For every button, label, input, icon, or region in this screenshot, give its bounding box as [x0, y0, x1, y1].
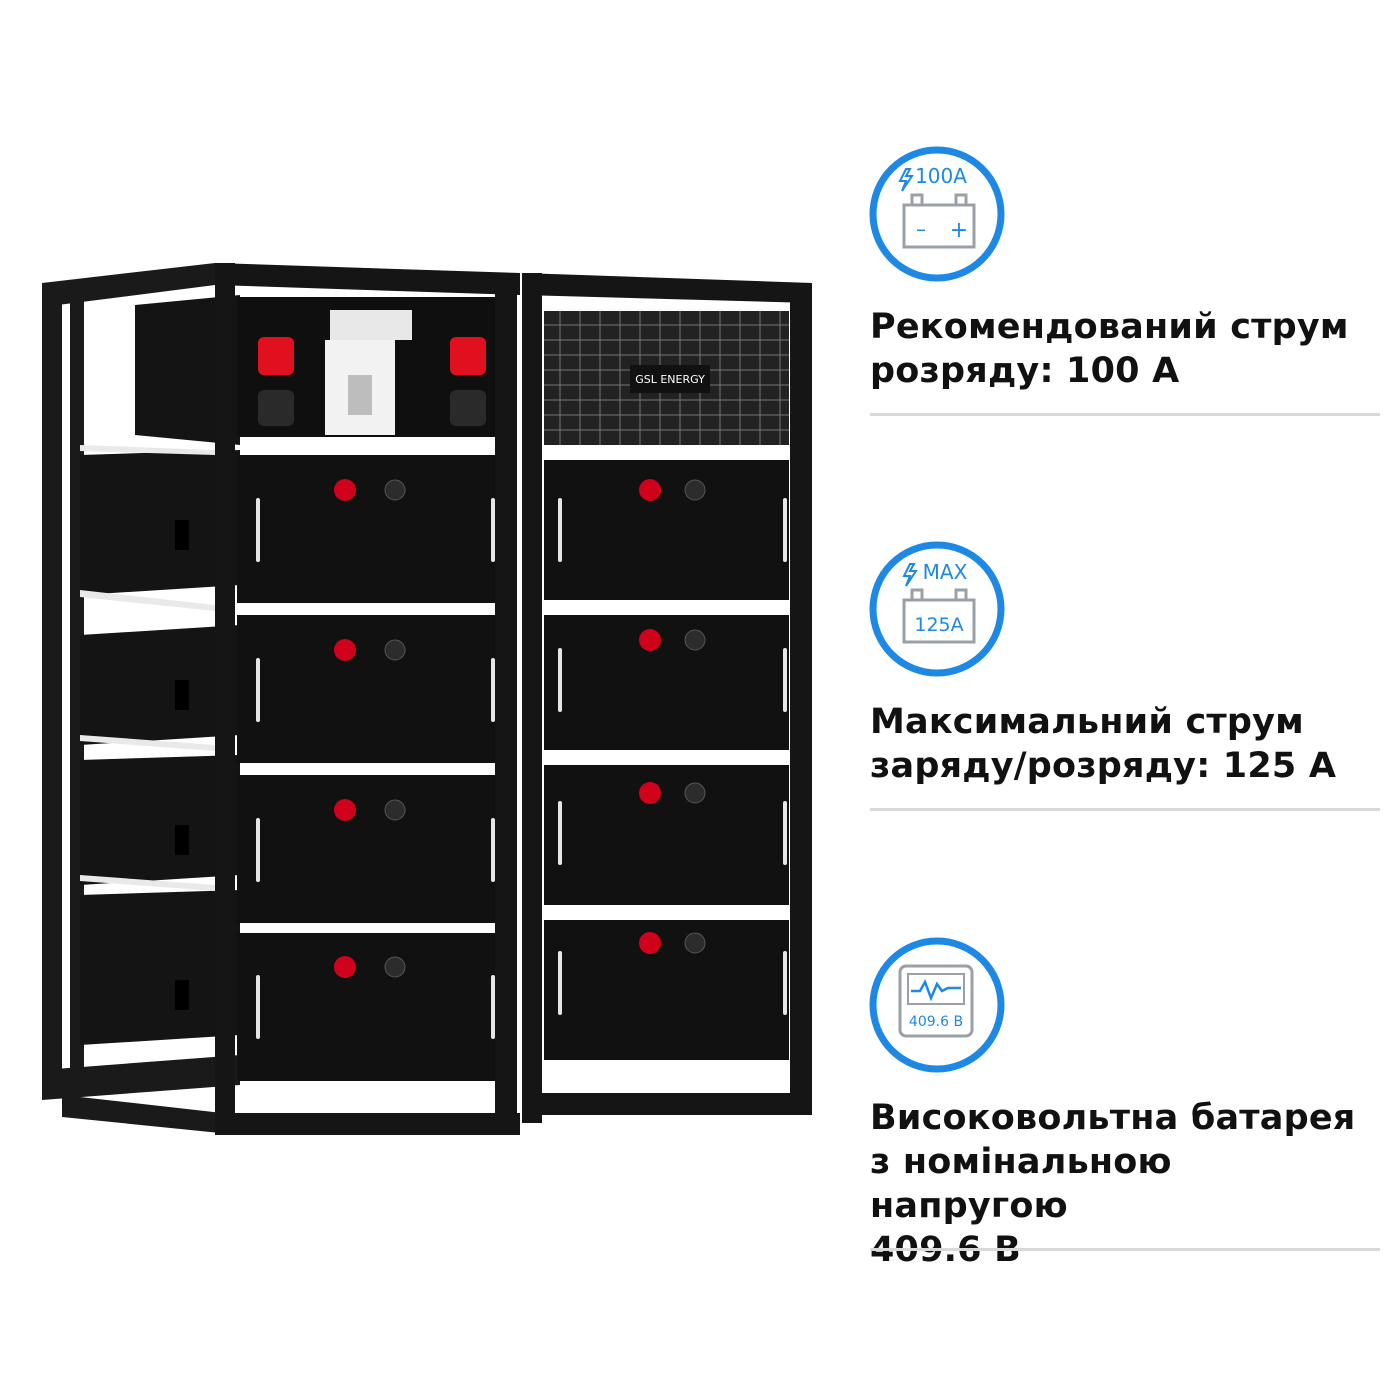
- plus-sign: +: [950, 218, 968, 243]
- battery-modules-right: [544, 460, 789, 1060]
- main-cabinet-frame: [215, 263, 520, 1135]
- control-module: [237, 297, 495, 437]
- left-cabinet-frame: [42, 263, 240, 1135]
- minus-sign: –: [916, 217, 926, 241]
- right-cabinet-frame: [522, 273, 812, 1123]
- feature-text: Максимальний струм заряду/розряду: 125 А: [870, 702, 1337, 786]
- icon-inner-label: 125A: [914, 614, 963, 636]
- lightning-icon: [898, 168, 914, 192]
- feature-text: Рекомендований струм розряду: 100 А: [870, 307, 1349, 391]
- divider: [870, 413, 1380, 416]
- icon-inner-label: 409.6 В: [909, 1014, 963, 1030]
- mesh-module: GSL ENERGY: [544, 311, 789, 445]
- divider: [870, 1248, 1380, 1251]
- left-cabinet-side: [80, 295, 240, 1045]
- brand-label: GSL ENERGY: [635, 373, 705, 386]
- icon-top-label: MAX: [923, 560, 968, 584]
- shelf-rails: [80, 445, 215, 891]
- divider: [870, 808, 1380, 811]
- battery-current-icon: 100A – +: [868, 145, 1006, 283]
- lightning-icon: [902, 563, 918, 587]
- battery-modules-left: [237, 455, 495, 1081]
- voltage-meter-icon: 409.6 В: [868, 936, 1006, 1074]
- feature-text: Високовольтна батарея з номінальною напр…: [870, 1098, 1356, 1270]
- battery-rack-illustration: GSL ENERGY: [42, 263, 812, 1135]
- battery-max-current-icon: MAX 125A: [868, 540, 1006, 678]
- battery-rack-image: GSL ENERGY: [40, 255, 820, 1135]
- icon-top-label: 100A: [915, 164, 967, 188]
- waveform-icon: [911, 979, 961, 1002]
